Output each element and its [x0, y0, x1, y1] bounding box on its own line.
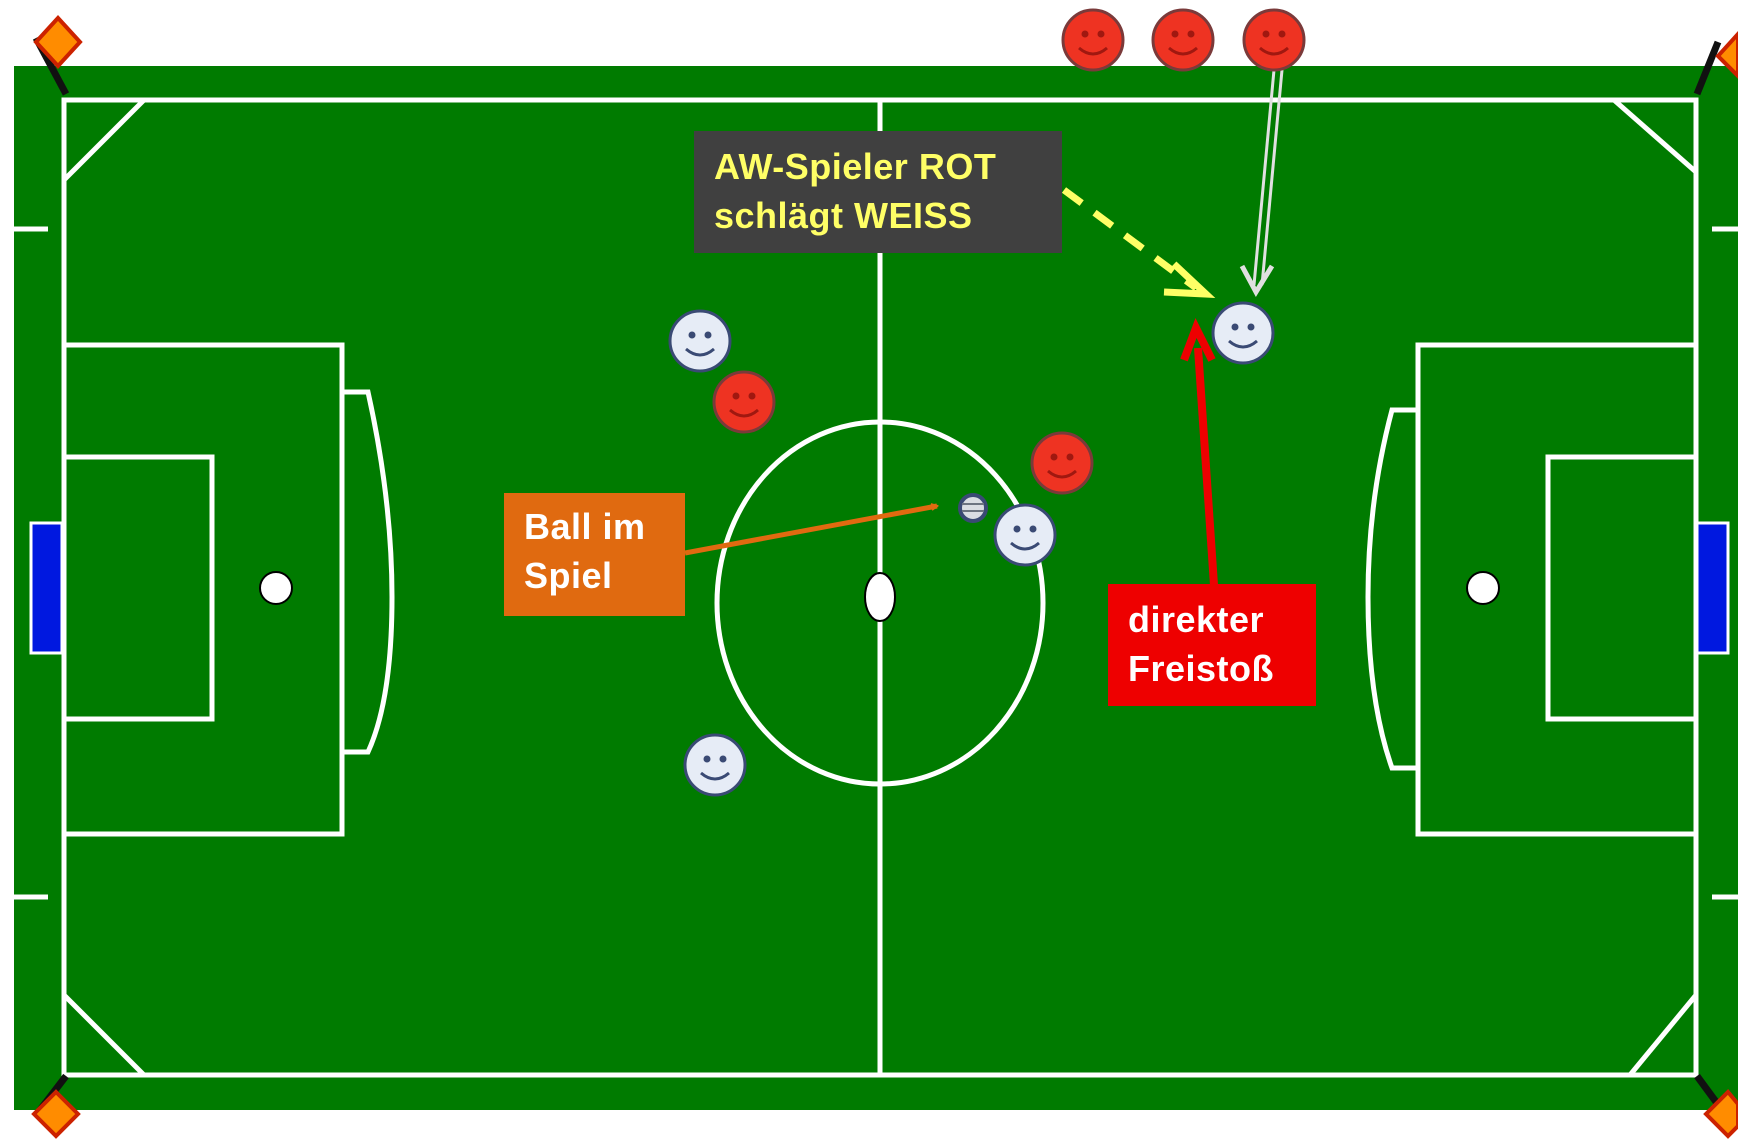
center-spot [865, 573, 895, 621]
goal-icon [31, 523, 62, 653]
ball-in-play-label-line-1: Ball im [524, 503, 685, 552]
right-penalty-spot [1467, 572, 1499, 604]
ball-in-play-label-box: Ball im Spiel [504, 493, 685, 616]
white-player-smiley-icon [995, 505, 1055, 565]
white-player-smiley-icon [670, 311, 730, 371]
red-player-smiley-icon [1032, 433, 1092, 493]
direct-free-kick-label-line-2: Freistoß [1128, 645, 1316, 694]
left-penalty-spot [260, 572, 292, 604]
ball-in-play-label-line-2: Spiel [524, 552, 685, 601]
direct-free-kick-label-line-1: direkter [1128, 596, 1316, 645]
goal-icon [1697, 523, 1728, 653]
white-player-smiley-icon [1213, 303, 1273, 363]
aw-player-label-box: AW-Spieler ROT schlägt WEISS [694, 131, 1062, 253]
direct-free-kick-label-box: direkter Freistoß [1108, 584, 1316, 706]
red-player-smiley-icon [1244, 10, 1304, 70]
red-player-smiley-icon [714, 372, 774, 432]
red-player-smiley-icon [1153, 10, 1213, 70]
ball-icon [960, 495, 986, 521]
aw-player-label-line-1: AW-Spieler ROT [714, 143, 1062, 192]
red-player-smiley-icon [1063, 10, 1123, 70]
aw-player-label-line-2: schlägt WEISS [714, 192, 1062, 241]
white-player-smiley-icon [685, 735, 745, 795]
